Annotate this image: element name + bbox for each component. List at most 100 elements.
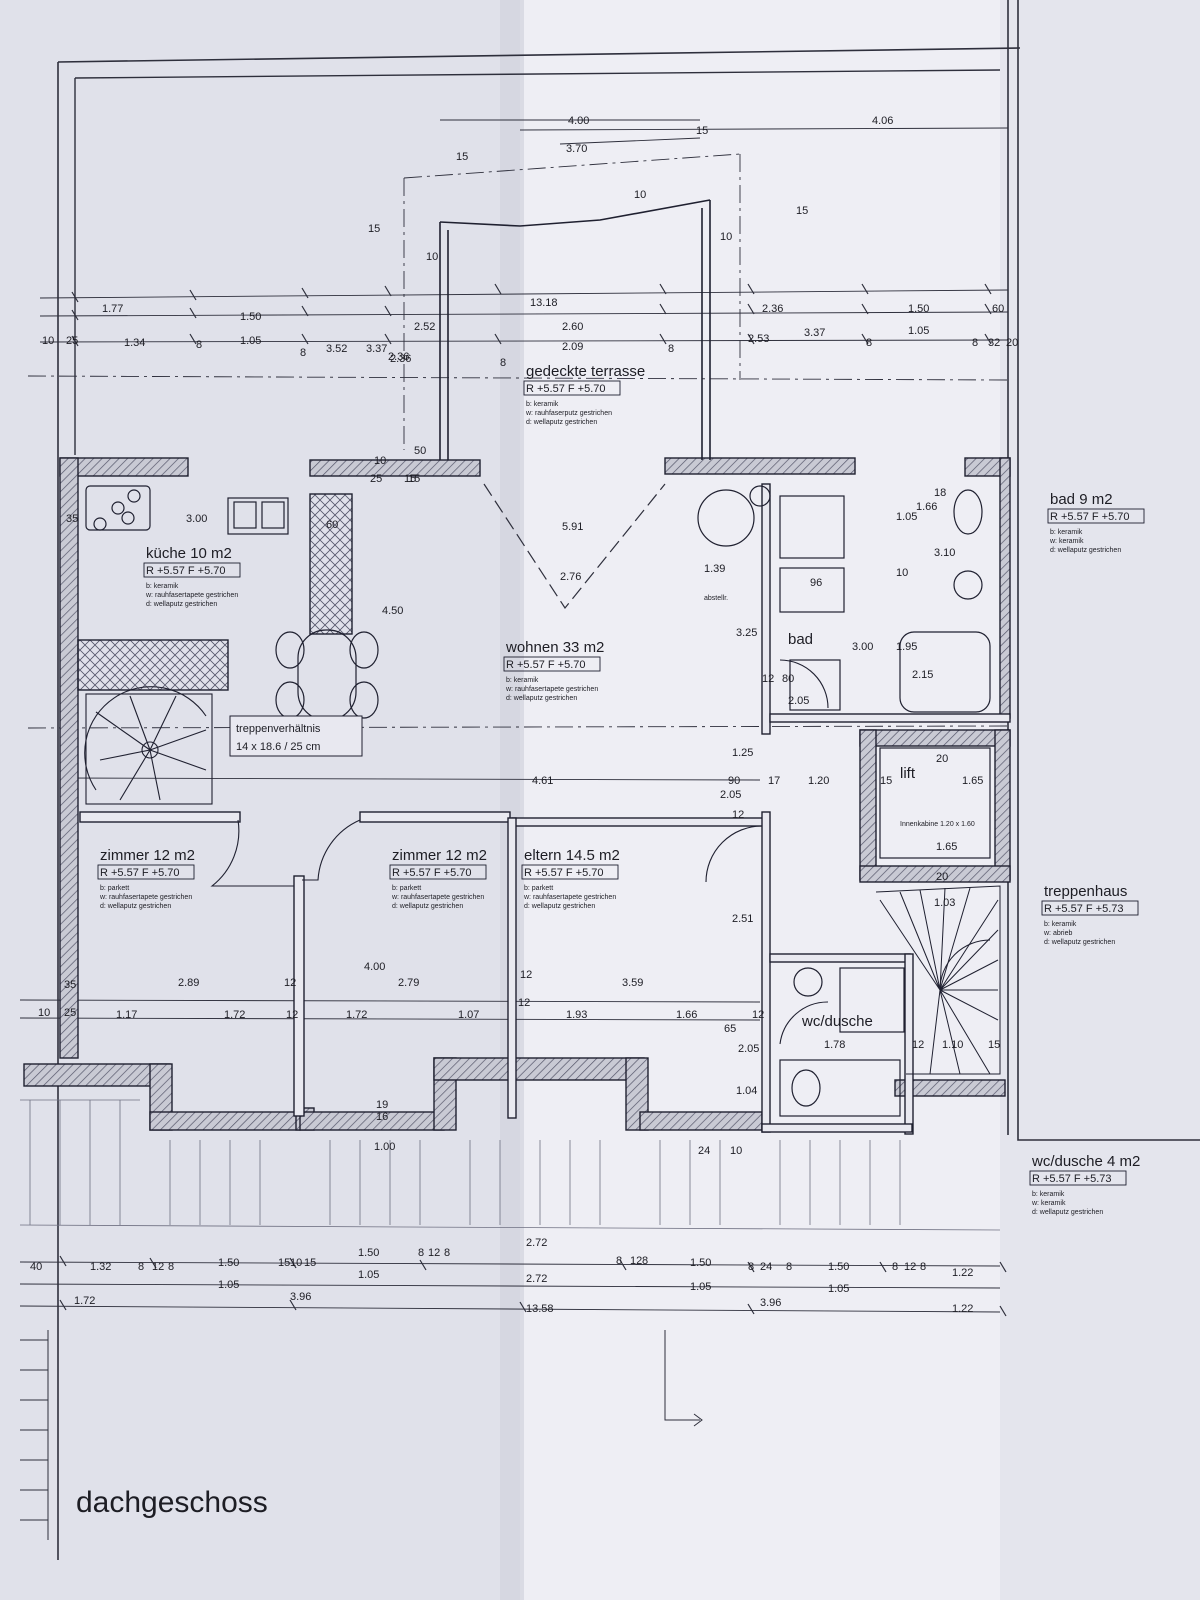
dimension-label: 1.17 xyxy=(116,1009,137,1021)
room-finish-wall: w: keramik xyxy=(1049,538,1084,545)
dimension-label: 8 xyxy=(616,1255,622,1267)
dimension-label: 24 xyxy=(698,1145,710,1157)
inplan-lift-size: Innenkabine 1.20 x 1.60 xyxy=(900,821,975,828)
dimension-label: 2.89 xyxy=(178,977,199,989)
dimension-label: 1.05 xyxy=(358,1269,379,1281)
dimension-label: 2.36 xyxy=(388,351,409,363)
dimension-label: 8 xyxy=(866,337,872,349)
dimension-label: 1.78 xyxy=(824,1039,845,1051)
dimension-label: 13.18 xyxy=(530,297,558,309)
dimension-label: 8 xyxy=(196,339,202,351)
room-finish-wall: w: rauhfasertapete gestrichen xyxy=(505,686,598,693)
dimension-label: 12 xyxy=(912,1039,924,1051)
room-name: zimmer 12 m2 xyxy=(392,847,487,864)
dimension-label: 20 xyxy=(936,753,948,765)
dimension-label: 2.76 xyxy=(560,571,581,583)
dimension-label: 10 xyxy=(290,1257,302,1269)
room-finish-ceiling: d: wellaputz gestrichen xyxy=(524,903,595,910)
room-level-box xyxy=(143,562,241,578)
room-finish-ceiling: d: wellaputz gestrichen xyxy=(100,903,171,910)
dimension-label: 8 xyxy=(500,357,506,369)
dimension-label: 3.37 xyxy=(804,327,825,339)
dimension-label: 10 xyxy=(38,1007,50,1019)
dimension-label: 8 xyxy=(138,1261,144,1273)
dimension-label: 12 xyxy=(520,969,532,981)
dimension-label: 8 xyxy=(972,337,978,349)
room-levels: R +5.57 F +5.70 xyxy=(100,867,180,879)
dimension-label: 3.96 xyxy=(290,1291,311,1303)
dimension-label: 1.66 xyxy=(916,501,937,513)
dimension-label: 12 xyxy=(428,1247,440,1259)
room-finish-ceiling: d: wellaputz gestrichen xyxy=(392,903,463,910)
dimension-label: 3.00 xyxy=(186,513,207,525)
dimension-label: 50 xyxy=(414,445,426,457)
dimension-label: 2.09 xyxy=(562,341,583,353)
dimension-label: 1.04 xyxy=(736,1085,757,1097)
dimension-label: 15 xyxy=(304,1257,316,1269)
dimension-label: 80 xyxy=(782,673,794,685)
dimension-label: 2.36 xyxy=(762,303,783,315)
room-levels: R +5.57 F +5.70 xyxy=(506,659,586,671)
dimension-label: 2.05 xyxy=(788,695,809,707)
room-finish-ceiling: d: wellaputz gestrichen xyxy=(1050,547,1121,554)
dimension-label: 1.95 xyxy=(896,641,917,653)
dimension-label: 15 xyxy=(368,223,380,235)
dimension-label: 1.20 xyxy=(808,775,829,787)
room-finish-floor: b: keramik xyxy=(1050,529,1083,536)
dimension-label: 10 xyxy=(426,251,438,263)
dimension-label: 1.72 xyxy=(74,1295,95,1307)
dimension-label: 4.50 xyxy=(382,605,403,617)
dimension-label: 1.05 xyxy=(908,325,929,337)
dimension-label: 1.32 xyxy=(90,1261,111,1273)
room-levels: R +5.57 F +5.70 xyxy=(146,565,226,577)
page-title: dachgeschoss xyxy=(76,1486,268,1519)
dimension-label: 8 xyxy=(444,1247,450,1259)
room-finish-floor: b: parkett xyxy=(100,885,129,892)
dimension-label: 12 xyxy=(904,1261,916,1273)
room-finish-wall: w: rauhfasertapete gestrichen xyxy=(523,894,616,901)
dimension-label: 12 xyxy=(152,1261,164,1273)
dimension-label: 65 xyxy=(724,1023,736,1035)
room-finish-wall: w: rauhfasertapete gestrichen xyxy=(391,894,484,901)
dimension-label: 20 xyxy=(1006,337,1018,349)
dimension-label: 12 xyxy=(630,1255,642,1267)
stair-ratio-label: treppenverhältnis xyxy=(236,723,321,735)
dimension-label: 8 xyxy=(300,347,306,359)
dimension-label: 2.15 xyxy=(912,669,933,681)
dimension-label: 4.00 xyxy=(568,115,589,127)
dimension-label: 10 xyxy=(730,1145,742,1157)
inplan-wcdusche-label: wc/dusche xyxy=(801,1013,873,1030)
room-level-box xyxy=(521,864,619,880)
dimension-label: 1.65 xyxy=(936,841,957,853)
dimension-label: 3.59 xyxy=(622,977,643,989)
room-finish-ceiling: d: wellaputz gestrichen xyxy=(146,601,217,608)
dimension-label: 15 xyxy=(408,473,420,485)
inplan-abstell-label: abstellr. xyxy=(704,595,728,602)
dimension-label: 8 xyxy=(920,1261,926,1273)
dimension-label: 15 xyxy=(796,205,808,217)
dimension-label: 1.50 xyxy=(240,311,261,323)
room-finish-floor: b: keramik xyxy=(526,401,559,408)
dimension-label: 2.05 xyxy=(738,1043,759,1055)
dimension-label: 1.22 xyxy=(952,1267,973,1279)
dimension-label: 35 xyxy=(66,513,78,525)
dimension-label: 2.05 xyxy=(720,789,741,801)
dimension-label: 1.07 xyxy=(458,1009,479,1021)
dimension-label: 12 xyxy=(284,977,296,989)
room-finish-floor: b: keramik xyxy=(506,677,539,684)
room-finish-ceiling: d: wellaputz gestrichen xyxy=(1032,1209,1103,1216)
room-level-box xyxy=(1047,508,1145,524)
dimension-label: 2.36 xyxy=(390,353,411,365)
room-label-zimmer1: zimmer 12 m2R +5.57 F +5.70b: parkettw: … xyxy=(97,847,195,910)
dimension-label: 60 xyxy=(326,519,338,531)
room-level-box xyxy=(523,380,621,396)
room-finish-floor: b: parkett xyxy=(392,885,421,892)
dimension-label: 15 xyxy=(880,775,892,787)
room-name: wohnen 33 m2 xyxy=(505,639,604,656)
dimension-label: 1.50 xyxy=(828,1261,849,1273)
dimension-label: 13.58 xyxy=(526,1303,554,1315)
dimension-label: 12 xyxy=(732,809,744,821)
dimension-label: 90 xyxy=(728,775,740,787)
